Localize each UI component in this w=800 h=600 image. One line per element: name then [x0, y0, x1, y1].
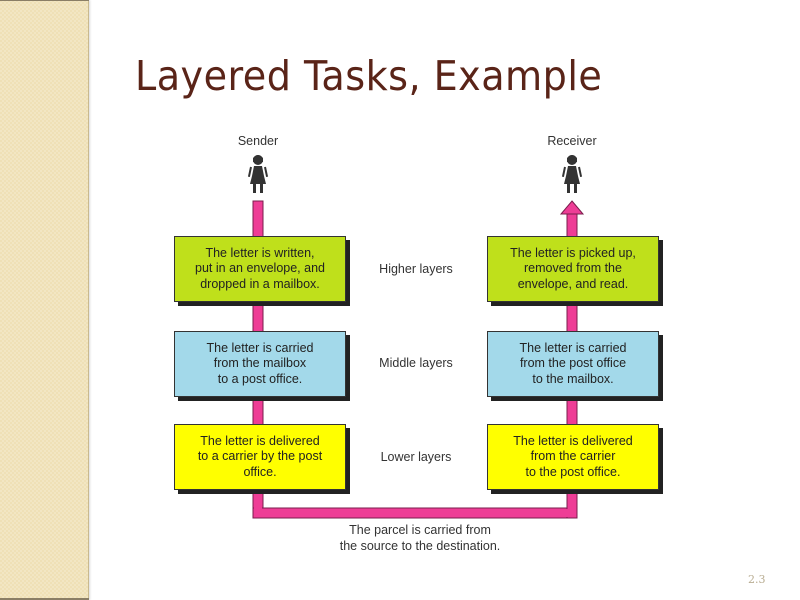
- receiver-middle-layer-box: The letter is carried from the post offi…: [487, 331, 659, 397]
- receiver-label: Receiver: [547, 134, 597, 148]
- middle-layers-label: Middle layers: [379, 356, 453, 370]
- sender-label: Sender: [237, 134, 279, 148]
- path-caption: The parcel is carried from the source to…: [339, 523, 501, 553]
- sender-higher-layer-box: The letter is written, put in an envelop…: [174, 236, 346, 302]
- sender-person-icon: [247, 155, 269, 193]
- sidebar-bottom-border: [0, 598, 89, 600]
- sender-middle-layer-box: The letter is carried from the mailbox t…: [174, 331, 346, 397]
- higher-layers-label: Higher layers: [379, 262, 453, 276]
- slide-sidebar: [0, 0, 89, 600]
- receiver-lower-layer-box: The letter is delivered from the carrier…: [487, 424, 659, 490]
- sender-lower-layer-box: The letter is delivered to a carrier by …: [174, 424, 346, 490]
- slide-title: Layered Tasks, Example: [135, 52, 603, 100]
- slide-number: 2.3: [748, 573, 766, 586]
- receiver-higher-layer-box: The letter is picked up, removed from th…: [487, 236, 659, 302]
- sidebar-top-border: [0, 0, 89, 1]
- lower-layers-label: Lower layers: [380, 450, 452, 464]
- arrow-up-icon: [559, 200, 585, 215]
- receiver-person-icon: [561, 155, 583, 193]
